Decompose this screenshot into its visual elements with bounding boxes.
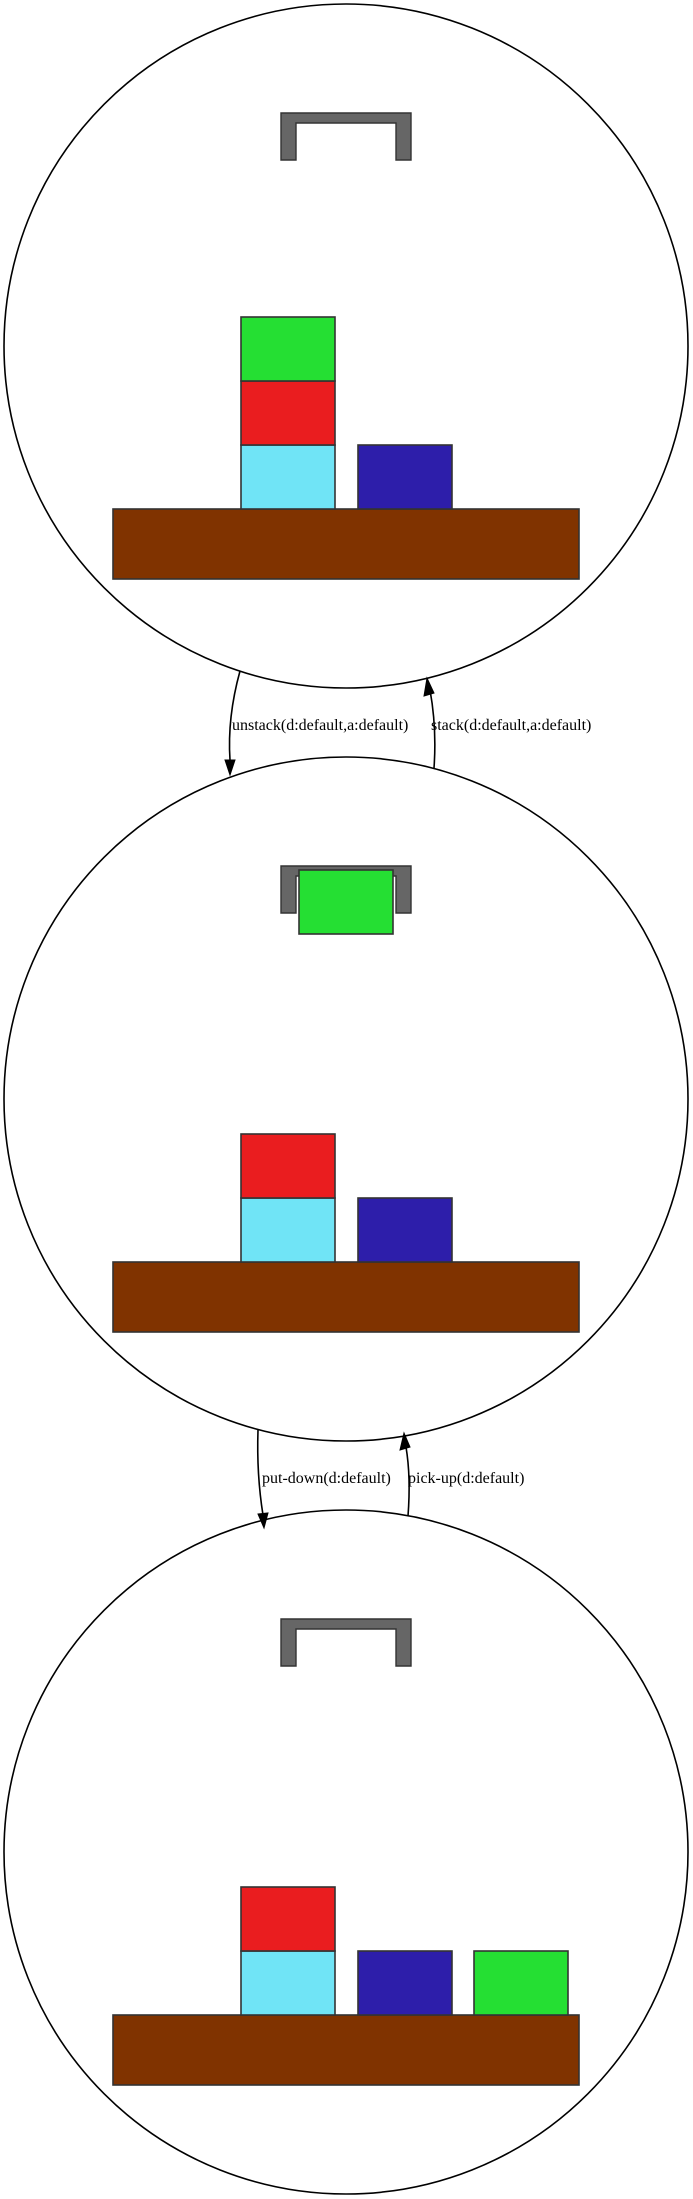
table bbox=[112, 1261, 580, 1333]
edge-label-unstack: unstack(d:default,a:default) bbox=[232, 717, 408, 734]
state-circle bbox=[3, 3, 689, 689]
arrow-head-icon bbox=[257, 1512, 269, 1530]
edge-label-pick-up: pick-up(d:default) bbox=[408, 1470, 524, 1487]
arrow-head-icon bbox=[423, 676, 435, 697]
table bbox=[112, 508, 580, 580]
block-a bbox=[240, 444, 336, 510]
block-c bbox=[357, 444, 453, 510]
state-circle bbox=[3, 1509, 689, 2195]
block-a bbox=[240, 1950, 336, 2016]
edge-put-down: put-down(d:default) bbox=[256, 1429, 391, 1530]
arrow-head-icon bbox=[224, 759, 236, 777]
table bbox=[112, 2014, 580, 2086]
block-b bbox=[240, 1886, 336, 1952]
edge-line bbox=[405, 1446, 410, 1517]
gripper-icon bbox=[280, 1618, 412, 1667]
edge-label-stack: stack(d:default,a:default) bbox=[431, 717, 591, 734]
state-node-s0 bbox=[3, 3, 689, 689]
block-b bbox=[240, 1133, 336, 1199]
block-d-held bbox=[298, 869, 394, 935]
block-c bbox=[357, 1197, 453, 1263]
gripper-icon bbox=[280, 112, 412, 161]
state-circle bbox=[3, 756, 689, 1442]
state-node-s1 bbox=[3, 756, 689, 1442]
edge-pick-up: pick-up(d:default) bbox=[399, 1431, 524, 1517]
state-node-s2 bbox=[3, 1509, 689, 2195]
block-d bbox=[473, 1950, 569, 2016]
edge-unstack: unstack(d:default,a:default) bbox=[224, 670, 408, 777]
block-d bbox=[240, 316, 336, 382]
block-b bbox=[240, 380, 336, 446]
edge-stack: stack(d:default,a:default) bbox=[423, 676, 591, 769]
edge-line bbox=[429, 689, 436, 769]
arrow-head-icon bbox=[399, 1431, 411, 1451]
edge-line bbox=[256, 1429, 264, 1516]
block-c bbox=[357, 1950, 453, 2016]
block-a bbox=[240, 1197, 336, 1263]
edge-label-put-down: put-down(d:default) bbox=[262, 1470, 391, 1487]
edge-line bbox=[228, 670, 241, 761]
